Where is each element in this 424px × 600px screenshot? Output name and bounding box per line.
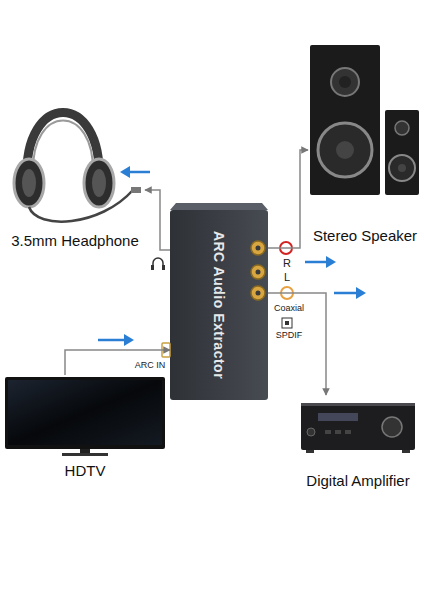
device-label: Digital Amplifier bbox=[306, 472, 409, 490]
device-label: Stereo Speaker bbox=[313, 227, 417, 245]
audio-cable bbox=[65, 350, 170, 375]
device-label: 3.5mm Headphone bbox=[11, 232, 139, 250]
tv-node: HDTV bbox=[5, 375, 165, 480]
port-label: Coaxial bbox=[274, 304, 304, 313]
tv-illustration bbox=[5, 377, 165, 456]
device-label: HDTV bbox=[65, 462, 106, 480]
audio-cable bbox=[145, 190, 170, 250]
port-label: ARC IN bbox=[135, 361, 166, 370]
box-title: ARC Audio Extractor bbox=[210, 231, 228, 379]
channel-label: R bbox=[283, 258, 291, 269]
channel-label: L bbox=[284, 272, 290, 283]
speaker-illustration bbox=[310, 45, 419, 195]
amplifier-illustration bbox=[301, 403, 415, 453]
extractor-box: ARC Audio Extractor bbox=[170, 210, 268, 400]
port-label: SPDIF bbox=[276, 331, 303, 340]
audio-cable bbox=[268, 293, 326, 395]
headphone-node: 3.5mm Headphone bbox=[5, 55, 145, 250]
speaker-node: Stereo Speaker bbox=[308, 40, 422, 245]
headphone-illustration bbox=[14, 113, 141, 222]
extractor-illustration bbox=[162, 203, 268, 400]
amplifier-node: Digital Amplifier bbox=[296, 395, 420, 490]
audio-cable bbox=[268, 150, 308, 248]
